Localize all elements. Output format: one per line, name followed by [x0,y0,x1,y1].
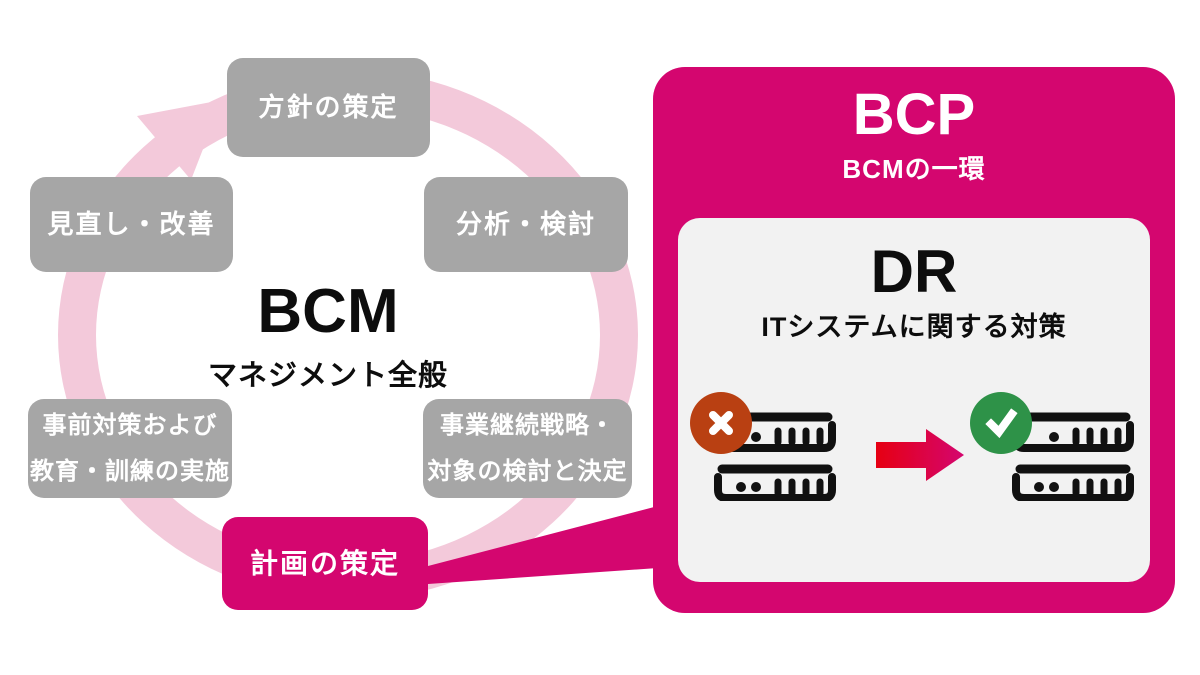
bcp-panel: BCP BCMの一環 DR ITシステムに関する対策 [653,67,1175,613]
step-label-line2: 教育・訓練の実施 [30,457,230,485]
cycle-step-preparation: 事前対策および 教育・訓練の実施 [28,399,232,498]
cycle-arrowhead-icon [137,100,222,180]
check-mark-icon [970,392,1032,454]
right-arrow-icon [876,429,964,481]
connector-wedge [428,506,658,584]
step-label: 方針の策定 [258,91,399,122]
cycle-step-review: 見直し・改善 [30,177,233,272]
step-label-line2: 対象の検討と決定 [427,457,628,485]
x-mark-icon [690,392,752,454]
step-label: 分析・検討 [455,208,596,239]
cycle-step-policy: 方針の策定 [227,58,430,157]
step-label: 見直し・改善 [47,208,216,239]
dr-title: DR [870,238,958,305]
step-label-line1: 事業継続戦略・ [440,411,615,439]
bcm-title: BCM [257,277,399,346]
bcp-title: BCP [852,82,976,147]
dr-card: DR ITシステムに関する対策 [678,218,1150,582]
bcp-subtitle: BCMの一環 [842,153,986,184]
bcm-subtitle: マネジメント全般 [207,360,448,392]
cycle-center-label: BCM マネジメント全般 [128,281,528,394]
cycle-step-strategy: 事業継続戦略・ 対象の検討と決定 [423,399,632,498]
cycle-step-analysis: 分析・検討 [424,177,628,272]
dr-subtitle: ITシステムに関する対策 [761,312,1067,342]
step-label: 計画の策定 [249,547,400,579]
step-label-line1: 事前対策および [42,411,218,439]
cycle-step-planning-highlighted: 計画の策定 [222,517,428,610]
